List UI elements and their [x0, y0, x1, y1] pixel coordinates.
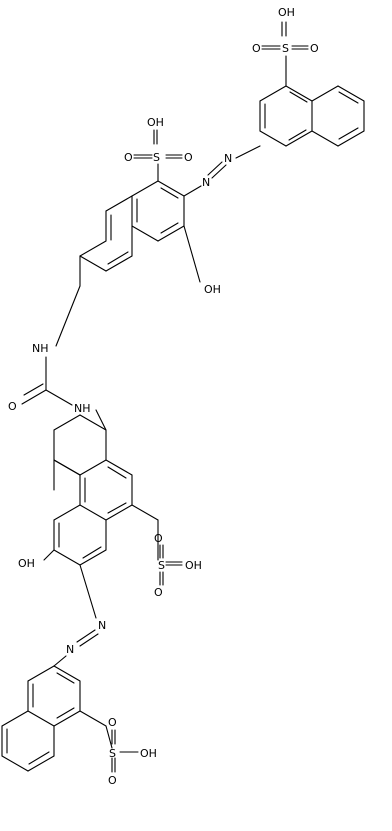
lower-azo-group: N N [53, 564, 106, 667]
oxygen-label: O [252, 42, 261, 55]
top-sulfonic-acid-group: OH S O O [252, 6, 319, 87]
oxygen-label: O [108, 774, 117, 787]
oh-label: OH [278, 6, 295, 19]
oxygen-label: O [154, 532, 163, 545]
upper-central-naphthalene-ring [79, 180, 185, 272]
sulfur-label: S [282, 42, 289, 55]
nitrogen-label: N [66, 643, 74, 656]
nitrogen-label: N [202, 176, 210, 189]
oxygen-label: O [8, 400, 17, 413]
oxygen-label: O [184, 151, 193, 164]
oh-label: OH [18, 557, 35, 570]
sulfur-label: S [109, 747, 116, 760]
upper-hydroxyl-group: OH [183, 225, 221, 296]
lower-central-naphthalene-ring [53, 414, 133, 566]
lower-sulfonic-acid-group: O S O OH [131, 504, 202, 599]
oh-label: OH [147, 116, 164, 129]
oh-label: OH [185, 559, 202, 572]
urea-bridge: NH O NH [8, 255, 107, 431]
oh-label: OH [140, 747, 157, 760]
sulfur-label: S [158, 559, 165, 572]
nitrogen-label: N [224, 152, 232, 165]
oh-label: OH [204, 283, 221, 296]
nitrogen-label: N [98, 619, 106, 632]
bottom-sulfonic-acid-group: O S OH O [79, 710, 157, 787]
sulfur-label: S [153, 151, 160, 164]
lower-hydroxyl-group: OH [18, 549, 55, 570]
oxygen-label: O [154, 586, 163, 599]
nh-label: NH [32, 342, 49, 355]
upper-sulfonic-acid-group: OH S O O [124, 116, 193, 182]
upper-azo-group: N N [183, 145, 261, 197]
oxygen-label: O [124, 151, 133, 164]
bottom-naphthalene-ring [1, 665, 81, 772]
oxygen-label: O [310, 42, 319, 55]
oxygen-label: O [108, 716, 117, 729]
nh-label: NH [74, 402, 91, 415]
top-naphthalene-ring [259, 85, 365, 147]
